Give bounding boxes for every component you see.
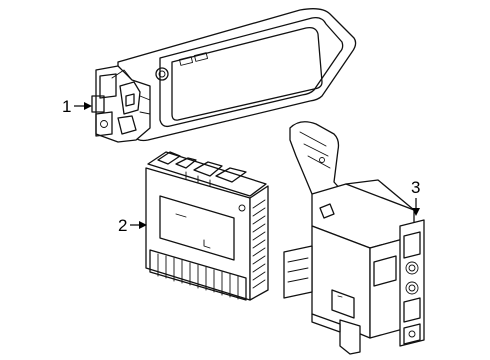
callout-1-label: 1: [62, 97, 71, 116]
callout-2-arrow-icon: [139, 221, 147, 229]
part-3-bracket-module: 3: [283, 121, 425, 355]
part-2-control-module: 2: [118, 151, 269, 301]
callout-2-label: 2: [118, 216, 127, 235]
part-1-display-module: 1: [62, 8, 357, 143]
callout-3-arrow-icon: [412, 208, 420, 216]
callout-1-arrow-icon: [84, 102, 92, 110]
callout-3-label: 3: [411, 178, 420, 197]
